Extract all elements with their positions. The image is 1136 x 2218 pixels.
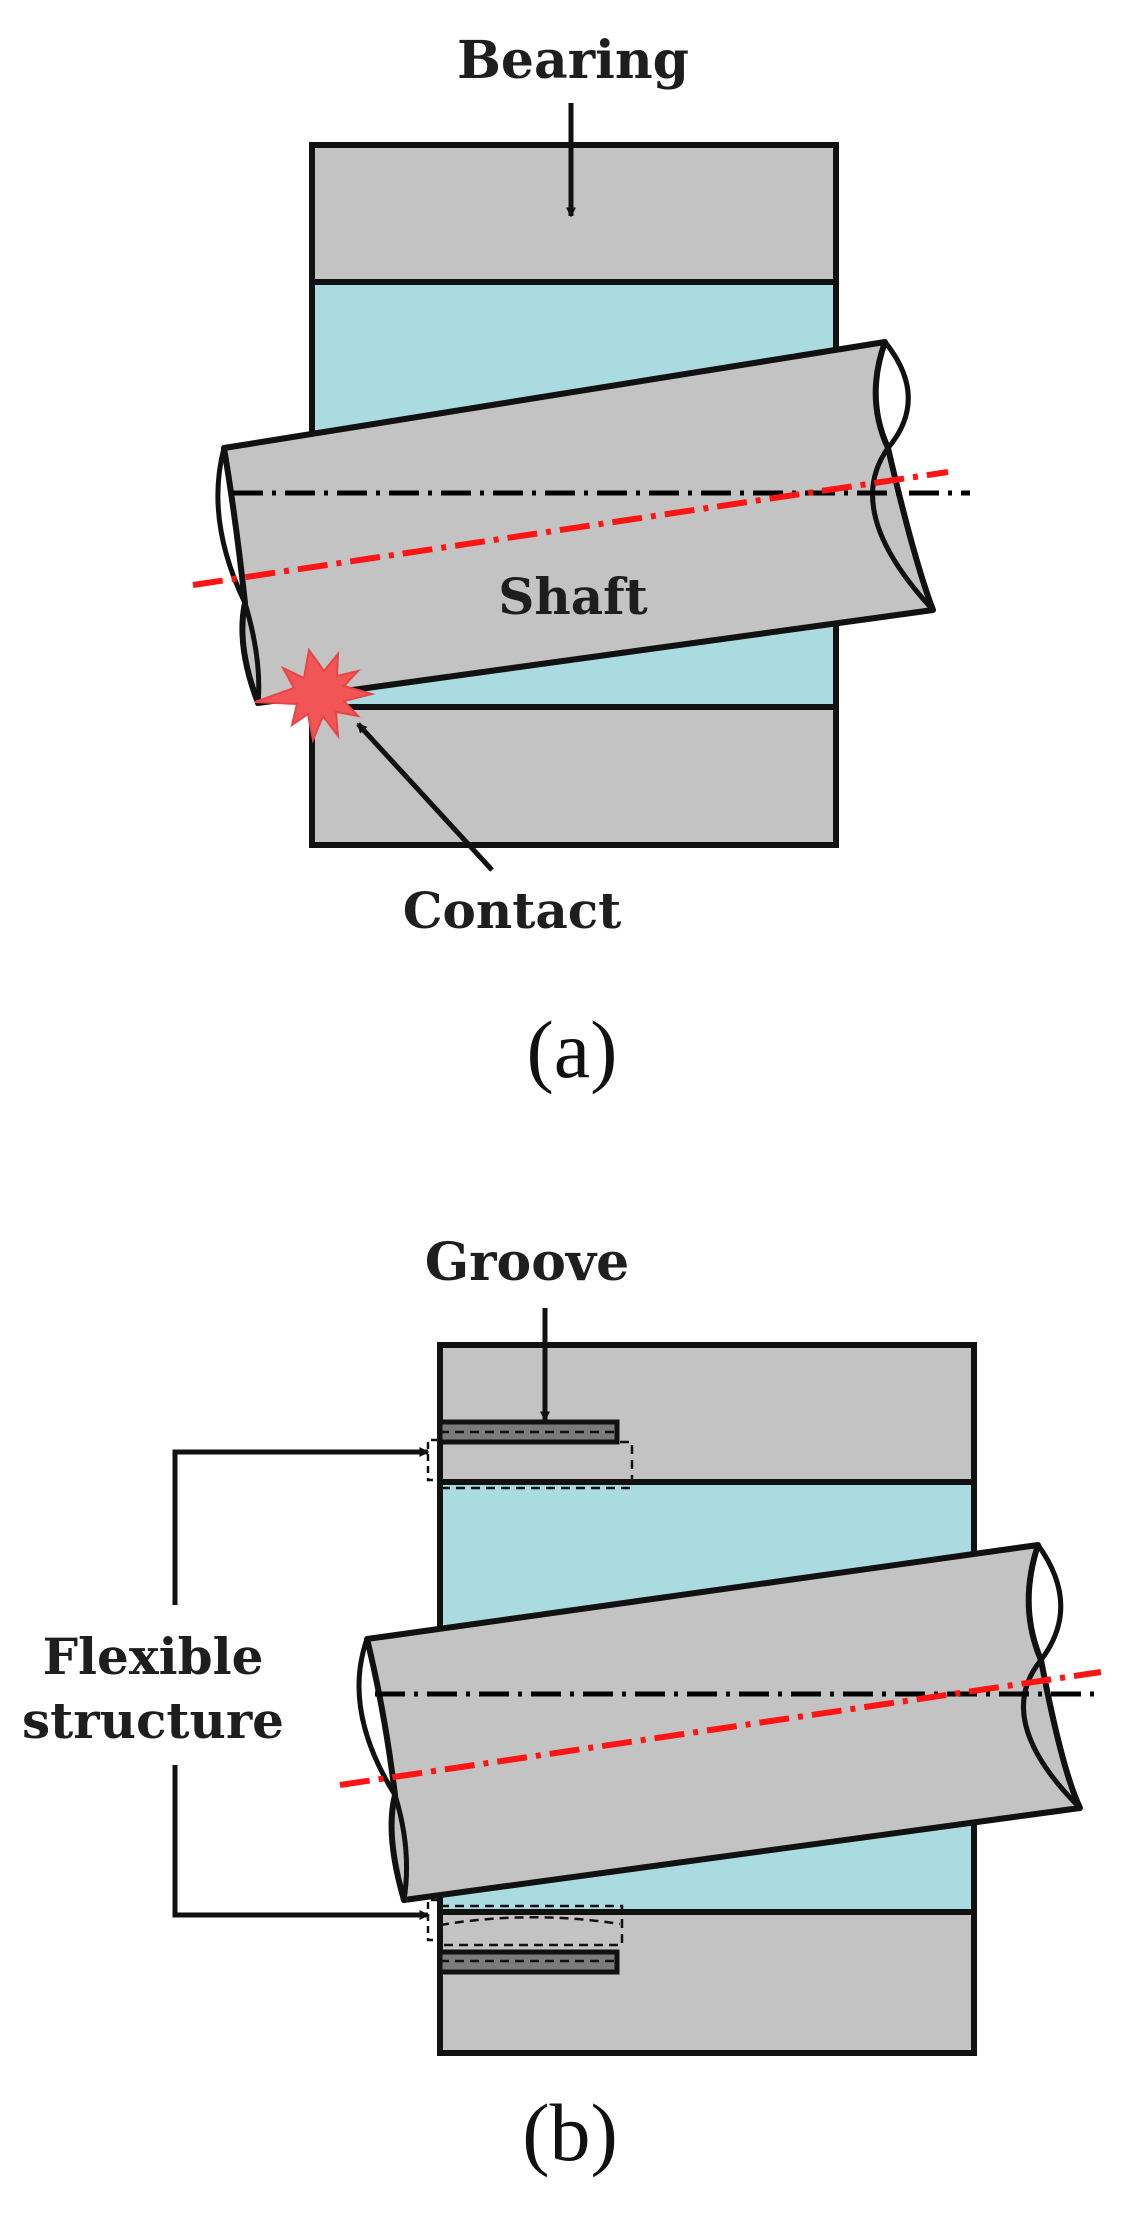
label-flexible-line2: structure bbox=[22, 1691, 284, 1750]
bearing-bottom-half bbox=[437, 1909, 977, 2056]
flexible-structure-top-outline bbox=[440, 1440, 634, 1490]
shaft-break-line-left bbox=[356, 1638, 410, 1901]
shaft-centerline bbox=[339, 1669, 1102, 1788]
flexible-structure-bracket-line bbox=[172, 1449, 425, 1918]
caption-a: (a) bbox=[526, 1004, 617, 1095]
bearing-top-half bbox=[309, 142, 839, 285]
flexible-structure-bottom-deflected bbox=[439, 1916, 621, 1927]
shaft-break-line-right bbox=[1020, 1543, 1082, 1810]
flexible-structure-bracket-bottom bbox=[426, 1898, 438, 1942]
contact-spark bbox=[254, 647, 376, 744]
panel-a: Bearing Shaft Contact (a) bbox=[192, 30, 970, 1095]
label-groove: Groove bbox=[425, 1232, 629, 1293]
label-bearing: Bearing bbox=[457, 30, 689, 91]
shaft-break-line-left bbox=[215, 447, 262, 704]
shaft-break-line-right bbox=[870, 340, 935, 612]
label-flexible-line1: Flexible bbox=[43, 1627, 264, 1686]
flexible-structure-bracket-top bbox=[426, 1438, 438, 1482]
label-contact: Contact bbox=[403, 881, 622, 940]
label-shaft: Shaft bbox=[498, 567, 647, 626]
contact-pointer-arrow bbox=[356, 722, 494, 872]
bearing-top-half bbox=[437, 1342, 977, 1485]
flexible-structure-bottom-outline bbox=[440, 1904, 624, 1947]
caption-b: (b) bbox=[522, 2087, 618, 2178]
panel-b: Groove Flexible structure (b) bbox=[22, 1232, 1102, 2178]
bearing-bottom-half bbox=[309, 704, 839, 848]
shaft-centerline bbox=[192, 469, 949, 588]
